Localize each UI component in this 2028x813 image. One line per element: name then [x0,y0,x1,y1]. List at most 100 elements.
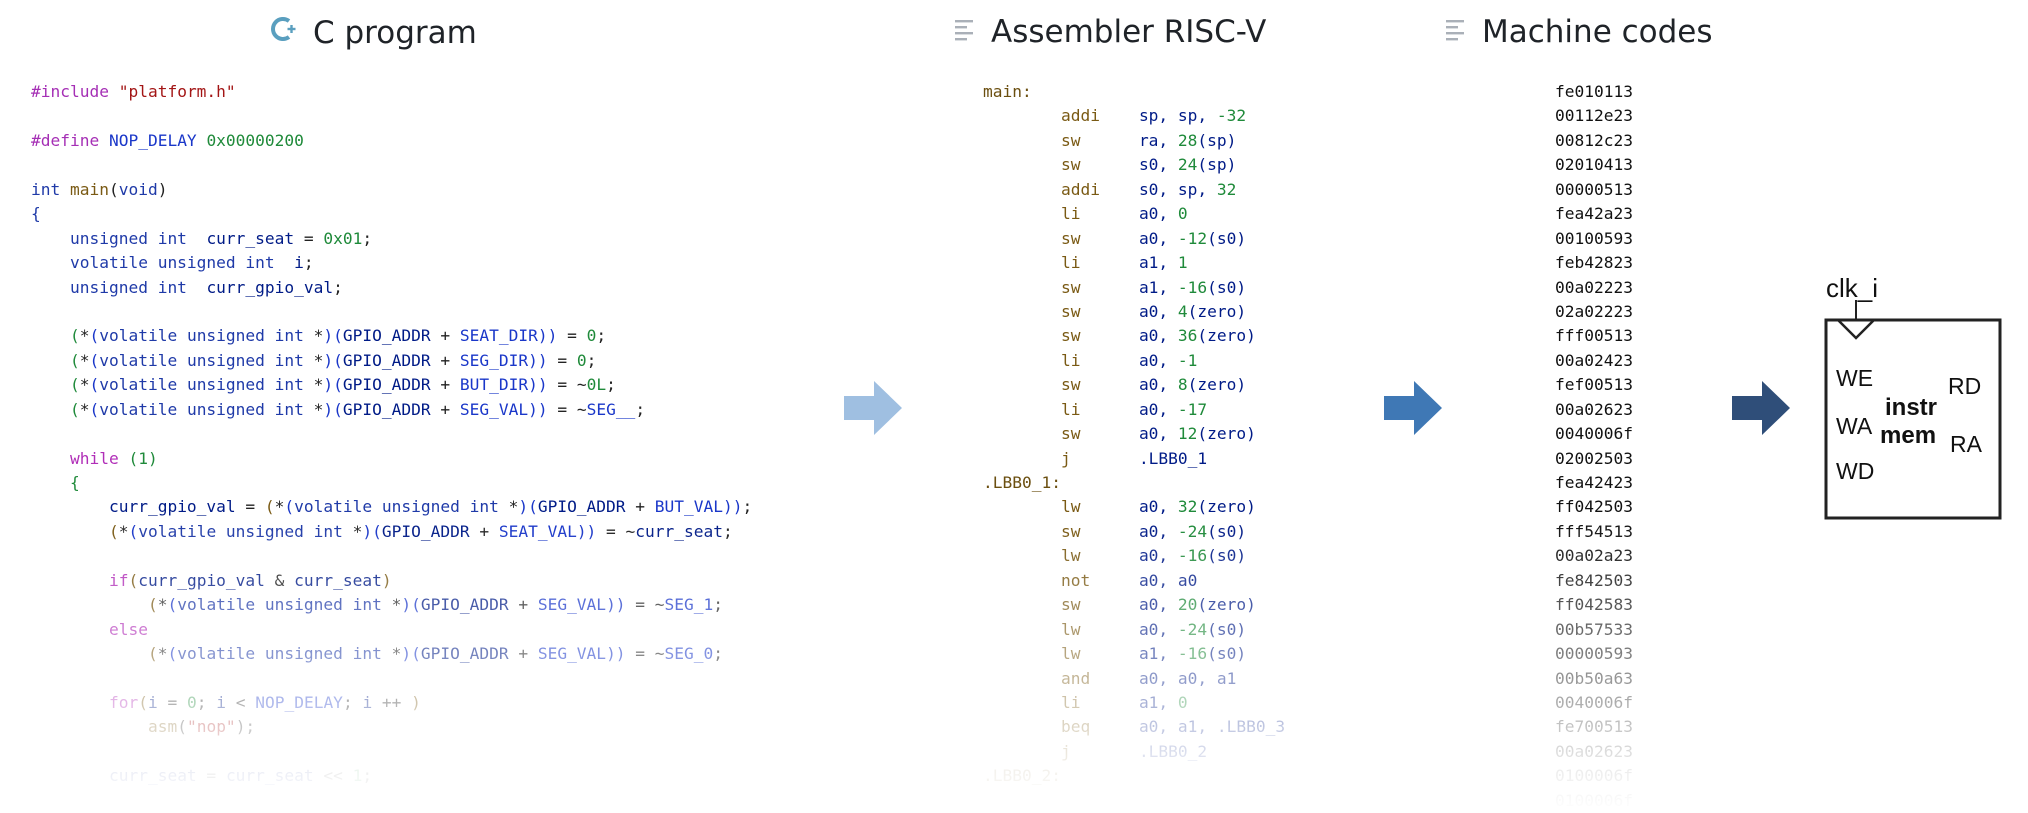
code-token: main [69,179,109,199]
machine-code-line: fff54513 [1555,521,1633,541]
code-token: ( [128,570,139,590]
code-token: ( [128,521,139,541]
code-token: ( [264,497,275,517]
assembler-listing: main: addi sp, sp, -32 sw ra, 28(sp) sw … [983,80,1285,789]
asm-instruction: sw a0, -12(s0) [983,227,1285,251]
code-token [31,595,148,614]
code-token: { [31,473,80,492]
code-token: )) [537,326,558,346]
code-token: = ~ [625,644,665,664]
machine-code-line: fff00513 [1555,326,1633,346]
asm-instruction: li a0, -1 [983,349,1285,373]
code-token: )( [401,595,421,615]
asm-mnemonic: lw [1060,546,1139,566]
code-token: )) [606,644,626,664]
asm-operand: (zero) [1187,375,1247,395]
code-token: 1 [352,766,363,786]
code-token: * [352,521,363,541]
asm-operand: -12 [1177,228,1208,248]
asm-instruction: and a0, a0, a1 [983,667,1285,691]
code-token: volatile unsigned int [177,595,392,615]
right-arrow-icon [844,381,902,435]
asm-operand: a0, [1138,424,1178,444]
code-token: 0 [576,350,587,370]
asm-mnemonic: sw [1060,277,1139,297]
code-token: & [264,570,295,590]
machine-code-line: 00b50a63 [1555,668,1633,688]
asm-mnemonic: sw [1060,326,1139,346]
code-token: ; [362,766,373,786]
code-token: << [313,766,353,786]
code-token: GPIO_ADDR [537,497,626,517]
code-token: = ~ [596,521,636,541]
code-token: + [430,326,460,346]
code-token: asm [147,717,178,737]
code-token: curr_seat [108,766,197,786]
code-token: = [557,326,587,346]
machine-code-line: 02a02223 [1555,301,1633,321]
code-token: 0x01 [323,228,363,248]
code-line [31,667,752,691]
code-token: ); [235,717,256,737]
code-token: * [313,399,324,419]
code-line: (*(volatile unsigned int *)(GPIO_ADDR + … [31,349,752,373]
instruction-memory-block: clk_i WE WA WD instr mem RD RA [1824,273,2002,520]
code-token: #define [31,130,109,150]
asm-label: main: [983,80,1285,104]
code-token: volatile unsigned int [99,375,314,395]
code-token: * [508,497,519,517]
code-token: + [430,375,460,395]
asm-mnemonic: sw [1060,228,1139,248]
code-token: ( [167,644,178,664]
asm-operand: (zero) [1197,424,1256,444]
asm-operand: 1 [1177,253,1188,273]
code-token: * [391,595,402,615]
code-token: + [508,644,538,664]
code-token: ( [147,644,158,664]
code-token: ( [284,497,295,517]
code-line: (*(volatile unsigned int *)(GPIO_ADDR + … [31,593,752,617]
c-program-title-text: C program [313,15,477,51]
code-token: ) [381,570,392,590]
asm-mnemonic: sw [1060,301,1139,321]
code-token: ) [157,179,168,199]
code-token: = [235,497,265,517]
asm-operand: .LBB0_2 [1138,741,1208,761]
asm-operand: s0, [1138,155,1178,175]
code-token: ( [177,717,187,737]
code-line [31,104,752,128]
asm-operand: (s0) [1207,277,1247,297]
code-token: )( [518,497,538,517]
port-ra: RA [1950,431,1983,457]
asm-operand: 12 [1177,424,1198,444]
code-token: ; [596,326,607,346]
code-token: SEG_VAL [459,399,529,419]
asm-operand: 0 [1177,204,1188,224]
clock-triangle-icon [1837,319,1875,340]
asm-operand: 32 [1216,179,1237,199]
asm-label-text: .LBB0_2: [983,766,1061,786]
code-line: curr_gpio_val = (*(volatile unsigned int… [31,495,752,519]
code-token [31,278,70,297]
code-token: unsigned int [69,228,207,248]
asm-instruction: lw a0, -16(s0) [983,544,1285,568]
assembler-title: Assembler RISC-V [955,14,1266,50]
code-line: { [31,202,752,226]
code-token: curr_gpio_val [138,570,265,590]
asm-operand: a1, [1138,253,1178,273]
machine-code-line: 00b57533 [1555,619,1633,639]
code-token [31,766,109,785]
code-token: SEAT_VAL [498,521,577,541]
asm-operand: -32 [1216,106,1247,126]
code-token: ( [89,375,100,395]
code-token: GPIO_ADDR [342,375,431,395]
code-token: GPIO_ADDR [342,399,431,419]
machine-code-line: 00a02a23 [1555,546,1633,566]
code-token: * [79,375,90,395]
asm-instruction: sw a0, 12(zero) [983,422,1285,446]
machine-code-line: 00a02423 [1555,350,1633,370]
code-token: ; [196,692,217,712]
asm-mnemonic: sw [1060,130,1139,150]
asm-instruction: j .LBB0_2 [983,740,1285,764]
asm-label-text: main: [983,82,1032,101]
